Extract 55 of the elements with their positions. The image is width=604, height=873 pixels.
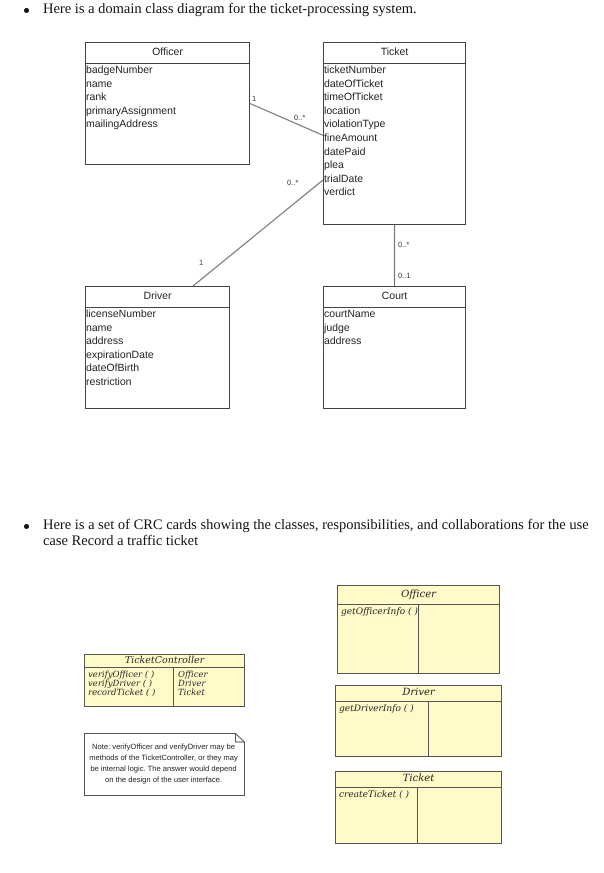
class-box bbox=[85, 286, 230, 409]
class-box bbox=[323, 286, 466, 409]
attribute-text: datePaid bbox=[324, 146, 366, 160]
attribute-text: licenseNumber bbox=[86, 308, 158, 322]
attribute-text: judge bbox=[324, 322, 351, 336]
collaborator-text: Ticket bbox=[178, 688, 205, 698]
responsibility-text: createTicket ( ) bbox=[339, 790, 410, 800]
class-name: Ticket bbox=[380, 45, 410, 60]
card-title: TicketController bbox=[124, 655, 204, 666]
card-title: Ticket bbox=[402, 772, 434, 786]
attribute-text: location bbox=[324, 104, 362, 118]
class-box bbox=[85, 42, 250, 165]
responsibility-text: verifyDriver ( ) bbox=[88, 679, 152, 689]
class-box bbox=[323, 42, 466, 225]
association-line bbox=[394, 225, 396, 286]
responsibility-text: recordTicket ( ) bbox=[88, 688, 156, 698]
attribute-text: courtName bbox=[324, 308, 376, 322]
note-box bbox=[84, 733, 245, 796]
attribute-text: dateOfTicket bbox=[324, 78, 384, 92]
attribute-text: trialDate bbox=[324, 172, 364, 186]
attribute-text: fineAmount bbox=[324, 132, 378, 146]
card-title: Officer bbox=[401, 588, 436, 602]
bullet-text: Here is a set of CRC cards showing the classes, responsibilities, and collaborations for the use case Record a traffic ticket bbox=[43, 517, 590, 549]
attribute-text: name bbox=[86, 322, 114, 336]
association-line bbox=[192, 180, 324, 286]
attribute-text: address bbox=[324, 335, 362, 349]
attribute-text: violationType bbox=[324, 118, 386, 132]
attribute-text: plea bbox=[324, 159, 345, 173]
responsibility-text: verifyOfficer ( ) bbox=[88, 670, 154, 680]
attribute-text: rank bbox=[86, 91, 108, 105]
crc-card bbox=[84, 654, 245, 707]
attribute-text: name bbox=[86, 78, 114, 92]
crc-card bbox=[335, 771, 502, 844]
crc-card bbox=[335, 685, 502, 757]
class-name: Driver bbox=[142, 289, 172, 304]
bullet-text: Here is a domain class diagram for the ticket-processing system. bbox=[43, 1, 418, 17]
card-title: Driver bbox=[402, 686, 435, 700]
crc-card bbox=[337, 585, 500, 674]
responsibility-text: getDriverInfo ( ) bbox=[339, 704, 414, 714]
attribute-text: dateOfBirth bbox=[86, 362, 140, 376]
attribute-text: ticketNumber bbox=[324, 64, 387, 78]
attribute-text: primaryAssignment bbox=[86, 104, 177, 118]
attribute-text: timeOfTicket bbox=[324, 91, 384, 105]
collaborator-text: Officer bbox=[178, 670, 208, 680]
attribute-text: badgeNumber bbox=[86, 64, 154, 78]
attribute-text: mailingAddress bbox=[86, 118, 159, 132]
association-line bbox=[250, 102, 324, 136]
attribute-text: verdict bbox=[324, 186, 356, 200]
class-name: Court bbox=[380, 289, 408, 304]
attribute-text: restriction bbox=[86, 376, 133, 390]
collaborator-text: Driver bbox=[178, 679, 206, 689]
attribute-text: expirationDate bbox=[86, 348, 155, 362]
class-name: Officer bbox=[151, 45, 184, 60]
responsibility-text: getOfficerInfo ( ) bbox=[341, 607, 418, 617]
attribute-text: address bbox=[86, 335, 124, 349]
